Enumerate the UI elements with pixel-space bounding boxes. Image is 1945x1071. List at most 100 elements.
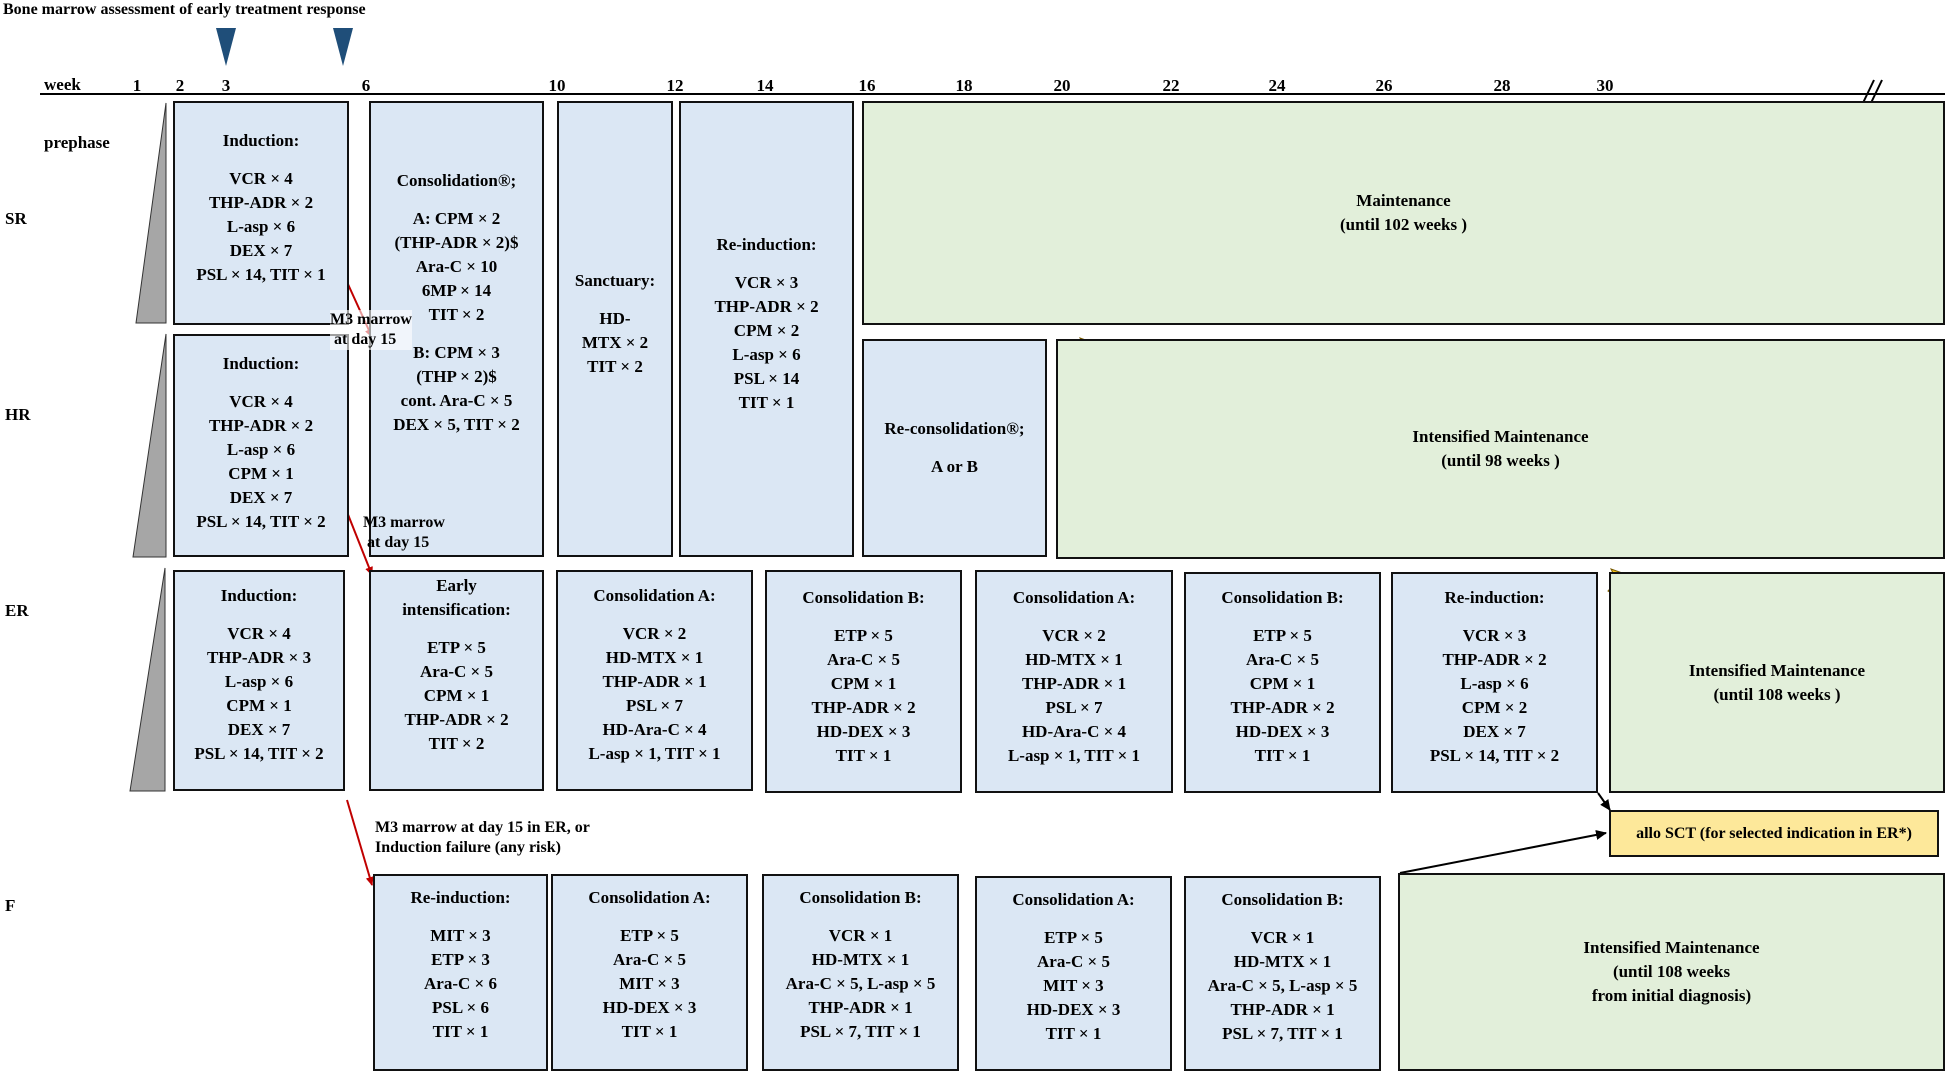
drug-line: HD-Ara-C × 4 [1021, 722, 1127, 741]
week-tick: 30 [1596, 76, 1614, 95]
f-consolidation-a2-box: Consolidation A: ETP × 5 Ara-C × 5 MIT ×… [975, 876, 1172, 1071]
drug-line: THP-ADR × 2 [714, 297, 819, 316]
m3-note-sr: M3 marrow at day 15 [330, 310, 412, 350]
arrow-er-to-sct [1597, 792, 1611, 811]
drug-line: HD-DEX × 3 [1235, 722, 1330, 741]
drug-line: Ara-C × 10 [415, 257, 498, 276]
week-tick: 18 [955, 76, 973, 95]
drug-line: TIT × 2 [428, 734, 485, 753]
drug-line: L-asp × 1, TIT × 1 [588, 744, 721, 763]
er-consolidation-b-box: Consolidation B: ETP × 5 Ara-C × 5 CPM ×… [765, 570, 962, 793]
reinduction-box: Re-induction: VCR × 3 THP-ADR × 2 CPM × … [679, 101, 854, 557]
drug-line: TIT × 1 [432, 1022, 489, 1041]
drug-line: Ara-C × 5 [1246, 650, 1319, 669]
f-maintenance-box: Intensified Maintenance (until 108 weeks… [1398, 873, 1945, 1071]
row-label-sr: SR [5, 209, 27, 228]
prephase-wedge-er [129, 567, 166, 792]
hr-maintenance-title: Intensified Maintenance [1412, 427, 1589, 446]
f-reinduction-box: Re-induction: MIT × 3 ETP × 3 Ara-C × 6 … [373, 874, 548, 1071]
drug-line: TIT × 1 [835, 746, 892, 765]
drug-line: THP-ADR × 2 [208, 193, 314, 212]
note-line: M3 marrow [363, 514, 445, 531]
drug-line: MIT × 3 [619, 974, 680, 993]
m3-note-hr: M3 marrow at day 15 [363, 513, 445, 553]
drug-line: HD-MTX × 1 [1025, 650, 1123, 669]
drug-line: CPM × 2 [1461, 698, 1528, 717]
drug-line: TIT × 2 [587, 357, 643, 376]
drug-line: THP-ADR × 1 [1230, 1000, 1335, 1019]
drug-line: MIT × 3 [1043, 976, 1104, 995]
er-reinduction-title: Re-induction: [1444, 588, 1545, 607]
er-reinduction-box: Re-induction: VCR × 3 THP-ADR × 2 L-asp … [1391, 572, 1598, 793]
drug-line: CPM × 1 [830, 674, 897, 693]
drug-line: THP-ADR × 2 [404, 710, 509, 729]
row-label-er: ER [5, 601, 29, 620]
drug-line: (THP × 2)$ [416, 367, 497, 386]
drug-line: DEX × 7 [229, 488, 293, 507]
sr-maintenance-box: Maintenance (until 102 weeks ) [862, 101, 1945, 325]
note-line: at day 15 [334, 331, 397, 348]
drug-line: THP-ADR × 1 [808, 998, 913, 1017]
drug-line: THP-ADR × 1 [1021, 674, 1127, 693]
week-tick: 1 [132, 76, 142, 95]
drug-line: CPM × 1 [226, 696, 292, 715]
week-tick: 26 [1375, 76, 1393, 95]
drug-line: B: CPM × 3 [413, 343, 500, 362]
consolidation-b-title: Consolidation B: [1221, 588, 1344, 607]
f-maintenance-duration: (until 108 weeks [1612, 962, 1731, 981]
prephase-wedge-hr [132, 333, 167, 558]
drug-line: HD-MTX × 1 [605, 648, 704, 667]
drug-line: THP-ADR × 2 [1442, 650, 1547, 669]
drug-line: MTX × 2 [581, 333, 649, 352]
note-line: M3 marrow [330, 311, 412, 328]
drug-line: Ara-C × 5 [827, 650, 900, 669]
note-line: Induction failure (any risk) [375, 839, 561, 856]
drug-line: VCR × 4 [227, 624, 291, 643]
er-maintenance-title: Intensified Maintenance [1688, 660, 1866, 680]
axis-break-2 [1869, 79, 1883, 106]
drug-line: ETP × 3 [431, 950, 490, 969]
er-induction-title: Induction: [220, 586, 298, 605]
m3-note-er: M3 marrow at day 15 in ER, or Induction … [375, 818, 590, 858]
consolidation-a-title: Consolidation A: [593, 586, 716, 605]
drug-line: THP-ADR × 2 [1230, 698, 1335, 717]
drug-line: TIT × 1 [1254, 746, 1311, 765]
drug-line: DEX × 7 [229, 241, 293, 260]
diagram-title: Bone marrow assessment of early treatmen… [3, 1, 366, 18]
week-tick: 24 [1268, 76, 1286, 95]
reinduction-title: Re-induction: [716, 235, 817, 254]
er-maintenance-box: Intensified Maintenance (until 108 weeks… [1609, 572, 1945, 793]
drug-line: PSL × 7 [626, 696, 683, 715]
drug-line: ETP × 5 [1044, 928, 1103, 947]
arrow-m3-er [346, 799, 374, 886]
axis-break-1 [1861, 79, 1875, 106]
early-intensification-title: intensification: [402, 600, 511, 619]
hr-maintenance-duration: (until 98 weeks ) [1441, 451, 1560, 470]
drug-line: HD-Ara-C × 4 [602, 720, 707, 739]
reconsolidation-option: A or B [931, 457, 978, 476]
week-tick: 14 [756, 76, 774, 95]
week-tick: 6 [361, 76, 371, 95]
week-tick: 28 [1493, 76, 1511, 95]
drug-line: L-asp × 6 [732, 345, 801, 364]
drug-line: TIT × 1 [738, 393, 795, 412]
drug-line: CPM × 1 [423, 686, 490, 705]
drug-line: VCR × 1 [828, 926, 893, 945]
week-tick: 12 [666, 76, 684, 95]
drug-line: PSL × 14, TIT × 2 [194, 744, 324, 763]
consolidation-a-title: Consolidation A: [1012, 588, 1136, 607]
drug-line: PSL × 7 [1045, 698, 1103, 717]
drug-line: 6MP × 14 [421, 281, 492, 300]
week-label: week [44, 75, 81, 94]
drug-line: THP-ADR × 2 [208, 416, 314, 435]
drug-line: PSL × 7, TIT × 1 [1222, 1024, 1343, 1043]
drug-line: Ara-C × 5 [420, 662, 493, 681]
drug-line: L-asp × 6 [226, 440, 296, 459]
drug-line: TIT × 2 [428, 305, 485, 324]
consolidation-b-title: Consolidation B: [802, 588, 925, 607]
hr-induction-box: Induction: VCR × 4 THP-ADR × 2 L-asp × 6… [173, 334, 349, 557]
drug-line: cont. Ara-C × 5 [400, 391, 513, 410]
drug-line: ETP × 5 [1253, 626, 1312, 645]
f-reinduction-title: Re-induction: [410, 888, 511, 907]
allo-sct-box: allo SCT (for selected indication in ER*… [1609, 810, 1939, 857]
